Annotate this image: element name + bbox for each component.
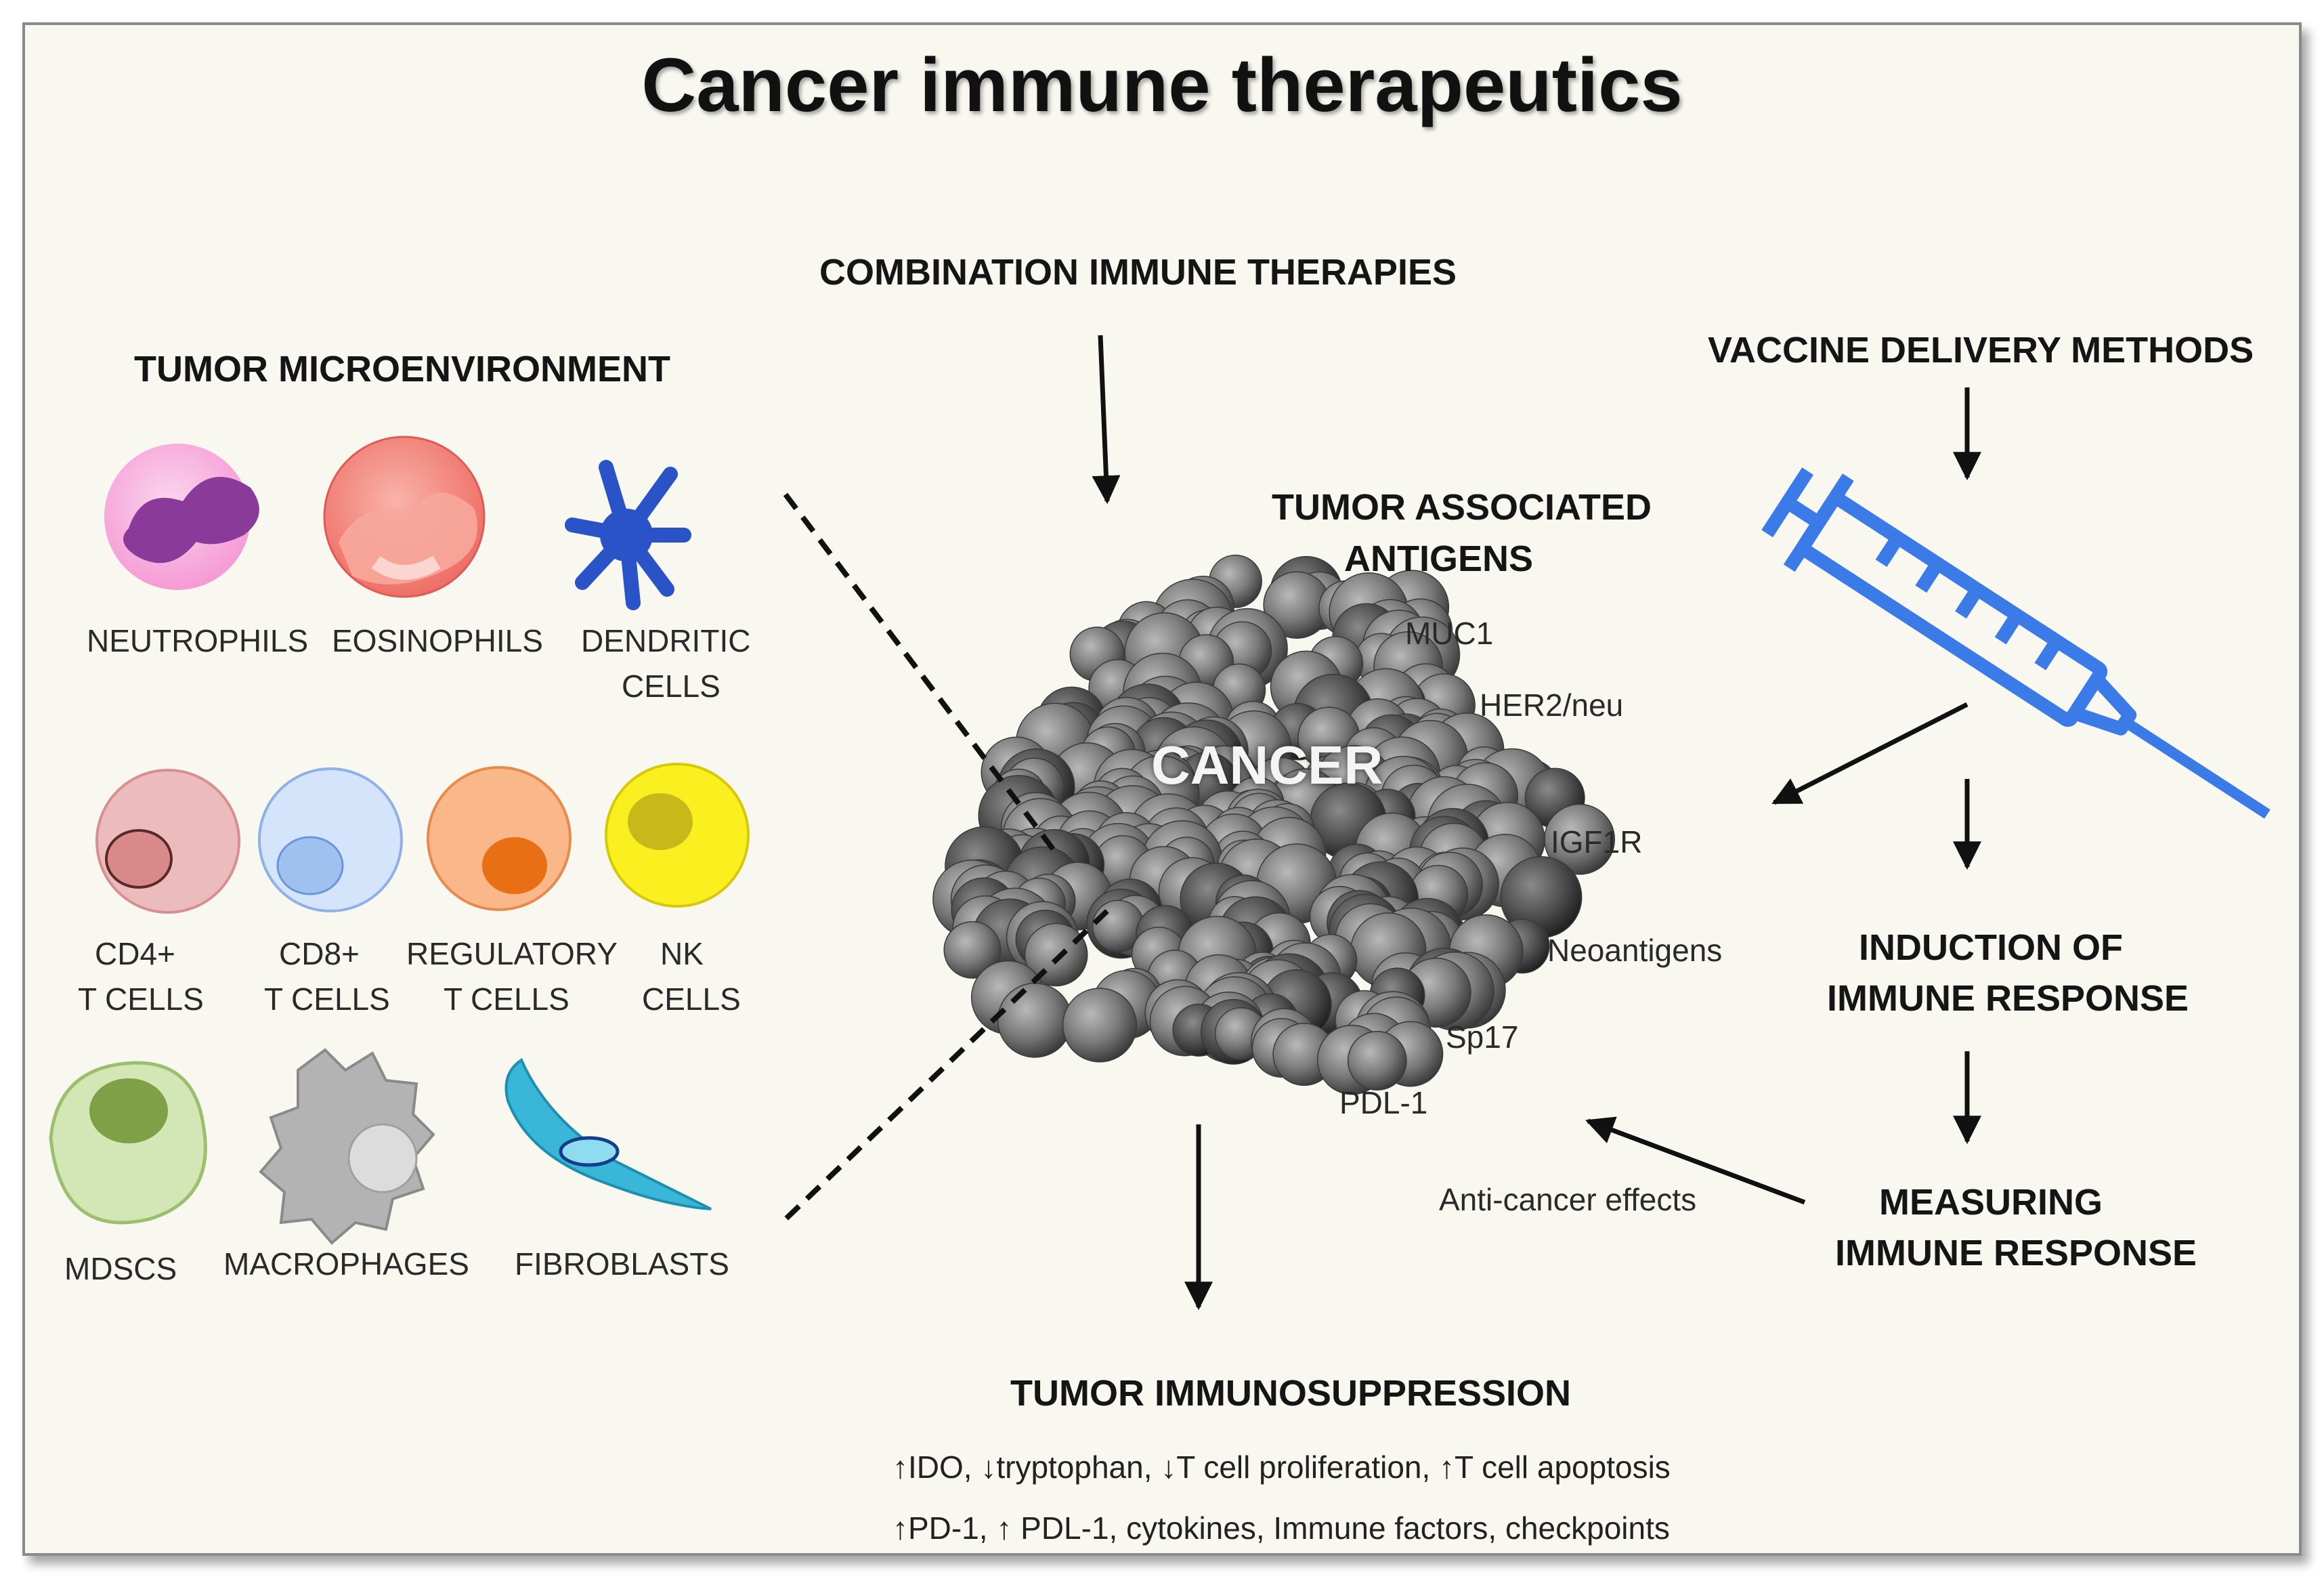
flow-arrows (1092, 335, 1981, 1311)
label-cd8: CD8+ (279, 936, 360, 971)
eosinophil-icon (323, 436, 486, 598)
antigen-muc1: MUC1 (1405, 616, 1494, 651)
label-dendritic-cells: CELLS (622, 669, 720, 704)
label-neutrophils: NEUTROPHILS (87, 623, 309, 658)
tumor-cell-sphere (1024, 923, 1088, 987)
label-cd4-t-cells: T CELLS (78, 981, 204, 1017)
label-regulatory-t-cells: T CELLS (444, 981, 569, 1017)
dendritic-cell-icon (565, 460, 691, 610)
antigen-her2-neu: HER2/neu (1480, 687, 1624, 723)
cd4-t-cell-icon (95, 769, 240, 914)
arrow-measuring-to-cancer (1585, 1116, 1806, 1205)
antigen-neoantigens: Neoantigens (1547, 933, 1723, 968)
syringe-icon (1761, 467, 2271, 819)
heading-induction-immune-response: IMMUNE RESPONSE (1827, 978, 2189, 1019)
tumor-cell-sphere (943, 921, 1002, 979)
tumor-mass-icon (932, 554, 1616, 1095)
label-anti-cancer-effects: Anti-cancer effects (1439, 1182, 1697, 1217)
heading-measuring: MEASURING (1879, 1182, 2103, 1223)
label-cd4: CD4+ (95, 936, 175, 971)
label-eosinophils: EOSINOPHILS (332, 623, 543, 658)
arrow-combination-to-cancer (1092, 335, 1121, 505)
nk-cell-icon (605, 763, 750, 908)
dashed-separator-upper (783, 492, 1059, 855)
heading-measuring-immune-response: IMMUNE RESPONSE (1835, 1233, 2197, 1273)
immunosuppression-line-1: ↑IDO, ↓tryptophan, ↓T cell proliferation… (892, 1450, 1671, 1485)
page-title: Cancer immune therapeutics (641, 43, 1683, 127)
heading-tumor-microenvironment: TUMOR MICROENVIRONMENT (134, 349, 670, 389)
antigen-sp17: Sp17 (1446, 1019, 1519, 1055)
heading-antigens: ANTIGENS (1344, 538, 1534, 579)
label-regulatory: REGULATORY (406, 936, 618, 971)
tumor-cell-sphere (997, 982, 1073, 1058)
heading-vaccine-delivery-methods: VACCINE DELIVERY METHODS (1708, 330, 2254, 371)
heading-tumor-immunosuppression: TUMOR IMMUNOSUPPRESSION (1010, 1373, 1572, 1414)
neutrophil-icon (104, 444, 259, 590)
label-macrophages: MACROPHAGES (223, 1246, 469, 1282)
immunosuppression-line-2: ↑PD-1, ↑ PDL-1, cytokines, Immune factor… (892, 1510, 1670, 1546)
label-mdscs: MDSCS (64, 1251, 177, 1286)
label-dendritic: DENDRITIC (581, 623, 751, 658)
heading-tumor-associated: TUMOR ASSOCIATED (1272, 487, 1652, 528)
regulatory-t-cell-icon (427, 766, 572, 911)
fibroblast-icon (504, 1058, 712, 1210)
macrophage-icon (259, 1048, 435, 1245)
antigen-igf1r: IGF1R (1551, 824, 1643, 860)
label-nk-cells: CELLS (642, 981, 741, 1017)
label-cd8-t-cells: T CELLS (264, 981, 390, 1017)
arrow-syringe-to-antigens (1771, 702, 1968, 805)
dashed-separator-lower (783, 909, 1109, 1221)
tumor-cell-sphere (1062, 988, 1138, 1063)
tumor-cell-sphere (1347, 1031, 1407, 1091)
cd8-t-cell-icon (258, 767, 403, 912)
antigen-pdl1: PDL-1 (1339, 1085, 1428, 1120)
cancer-label: CANCER (1151, 735, 1383, 795)
label-fibroblasts: FIBROBLASTS (515, 1246, 729, 1282)
label-nk: NK (660, 936, 704, 971)
mdsc-icon (49, 1061, 207, 1225)
heading-induction-of: INDUCTION OF (1859, 927, 2123, 968)
heading-combination-immune-therapies: COMBINATION IMMUNE THERAPIES (819, 252, 1457, 293)
